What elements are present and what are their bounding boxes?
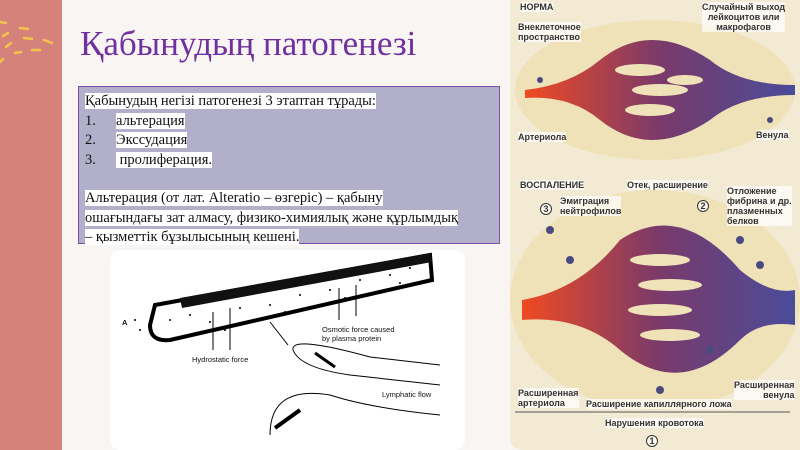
microcirculation-drawing bbox=[510, 20, 800, 413]
flow-disorder-label: Нарушения кровотока bbox=[605, 418, 704, 428]
text-box: Қабынудың негізі патогенезі 3 этаптан тұ… bbox=[78, 86, 500, 245]
venule-label: Венула bbox=[756, 130, 789, 140]
decorative-side-strip bbox=[0, 0, 62, 450]
norm-label: НОРМА bbox=[520, 2, 554, 12]
stage-item: 3. пролиферация. bbox=[85, 151, 213, 168]
edema-label: Отек, расширение bbox=[627, 180, 708, 190]
marker-2: 2 bbox=[697, 200, 709, 212]
lymph-flow-diagram: A Hydrostatic force Osmotic force caused… bbox=[110, 250, 465, 450]
stage-item: 1.альтерация bbox=[85, 112, 185, 129]
marker-1: 1 bbox=[646, 435, 658, 447]
stage-item: 2.Экссудация bbox=[85, 132, 188, 148]
capillary-drawing bbox=[134, 252, 441, 436]
intro-text: Қабынудың негізі патогенезі 3 этаптан тұ… bbox=[85, 93, 376, 109]
label-a: A bbox=[122, 318, 128, 327]
dilated-capillary-label: Расширение капиллярного ложа bbox=[586, 399, 732, 409]
definition-line: ошағындағы зат алмасу, физико-химиялық ж… bbox=[85, 209, 459, 226]
slide-title: Қабынудың патогенезі bbox=[80, 24, 417, 63]
decorative-dashes-icon bbox=[0, 20, 54, 64]
hydrostatic-label: Hydrostatic force bbox=[192, 355, 249, 364]
lymphatic-label: Lymphatic flow bbox=[382, 390, 432, 399]
inflammation-label: ВОСПАЛЕНИЕ bbox=[520, 180, 585, 190]
arteriole-label: Артериола bbox=[518, 132, 567, 142]
definition-line: – қызметтік бұзылысының кешені. bbox=[85, 229, 300, 245]
marker-3: 3 bbox=[540, 203, 552, 215]
definition-line: Альтерация (от лат. Alteratio – өзгеріс)… bbox=[85, 190, 383, 206]
